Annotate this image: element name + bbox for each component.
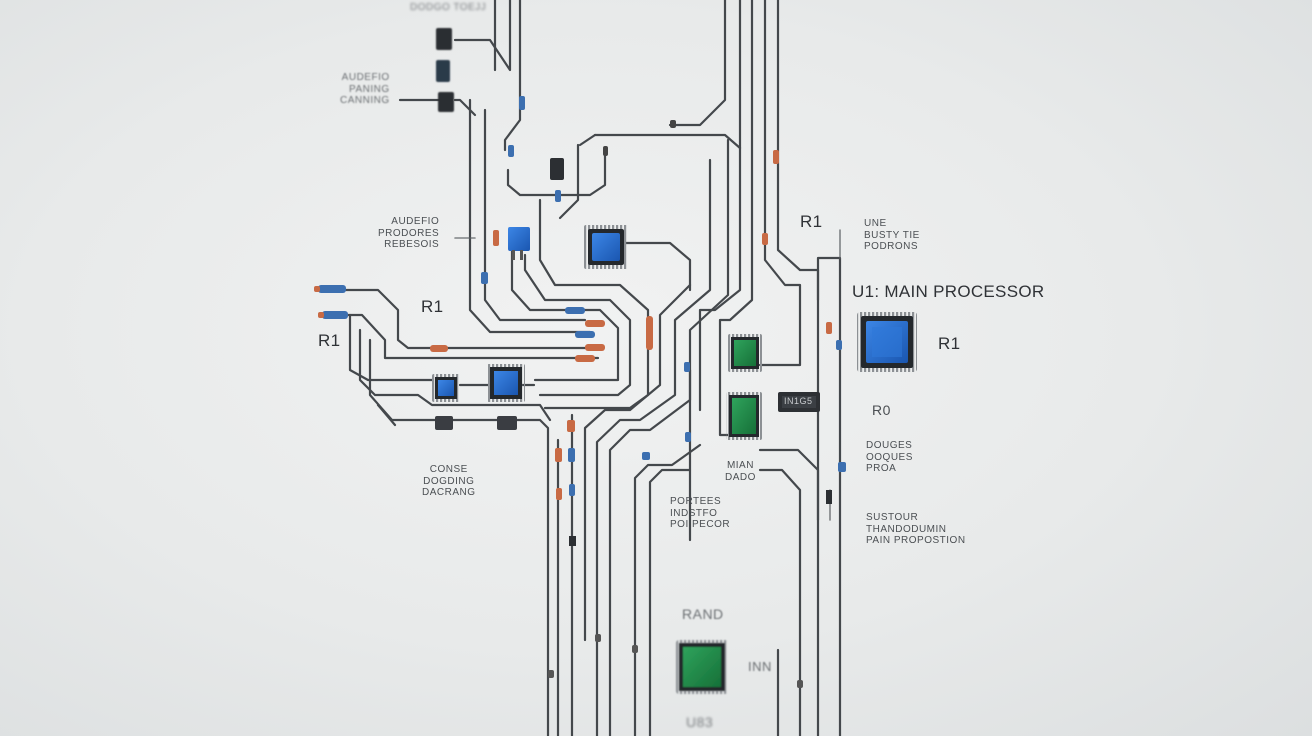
inn-label: INN	[748, 659, 772, 674]
douges-ooques-label: DOUGES OOQUES PROA	[866, 440, 913, 474]
blue-chip-main[interactable]	[857, 312, 917, 372]
sustour-thanro-label: SUSTOUR THANDODUMIN PAIN PROPOSTION	[866, 512, 966, 546]
top-cut-label: DODGO TOEJJ	[410, 2, 487, 13]
display-module	[778, 392, 820, 412]
rand-label: RAND	[682, 606, 724, 622]
conse-daganing-label: CONSE DOGDING DACRANG	[422, 464, 476, 498]
capacitor-dark-top	[436, 28, 454, 112]
green-chip-lower[interactable]	[726, 392, 762, 440]
audefio-prodores-label: AUDEFIO PRODORES REBESOIS	[378, 216, 440, 250]
wire-network	[343, 0, 842, 736]
blue-chip-small[interactable]	[432, 374, 460, 402]
portees-pois-label: PORTEES INDSTFO POI PECOR	[670, 496, 731, 530]
main-dado-label: MIAN DADO	[725, 460, 756, 483]
green-chip-upper[interactable]	[728, 334, 762, 372]
resistor-array	[314, 96, 846, 688]
r1-label-right: R1	[938, 334, 961, 353]
une-busity-label: UNE BUSTY TIE PODRONS	[864, 218, 920, 252]
audefio-panning-label: AUDEFIO PANING CANNING	[340, 72, 390, 106]
r1-label-left-mid: R1	[421, 297, 444, 316]
blue-chip-left[interactable]	[487, 364, 525, 402]
r1-label-top-right: R1	[800, 212, 823, 231]
blue-chip-upper[interactable]	[508, 227, 530, 260]
u1-main-processor-label: U1: MAIN PROCESSOR	[852, 282, 1045, 301]
capacitor-dark-mid	[435, 158, 832, 546]
r1-label-far-left: R1	[318, 331, 341, 350]
green-chip-bottom[interactable]	[676, 640, 728, 694]
blue-chip-top[interactable]	[584, 225, 628, 269]
display-marking: IN1G5	[784, 396, 813, 406]
r0-label: R0	[872, 402, 891, 418]
u83-label: U83	[686, 714, 714, 730]
